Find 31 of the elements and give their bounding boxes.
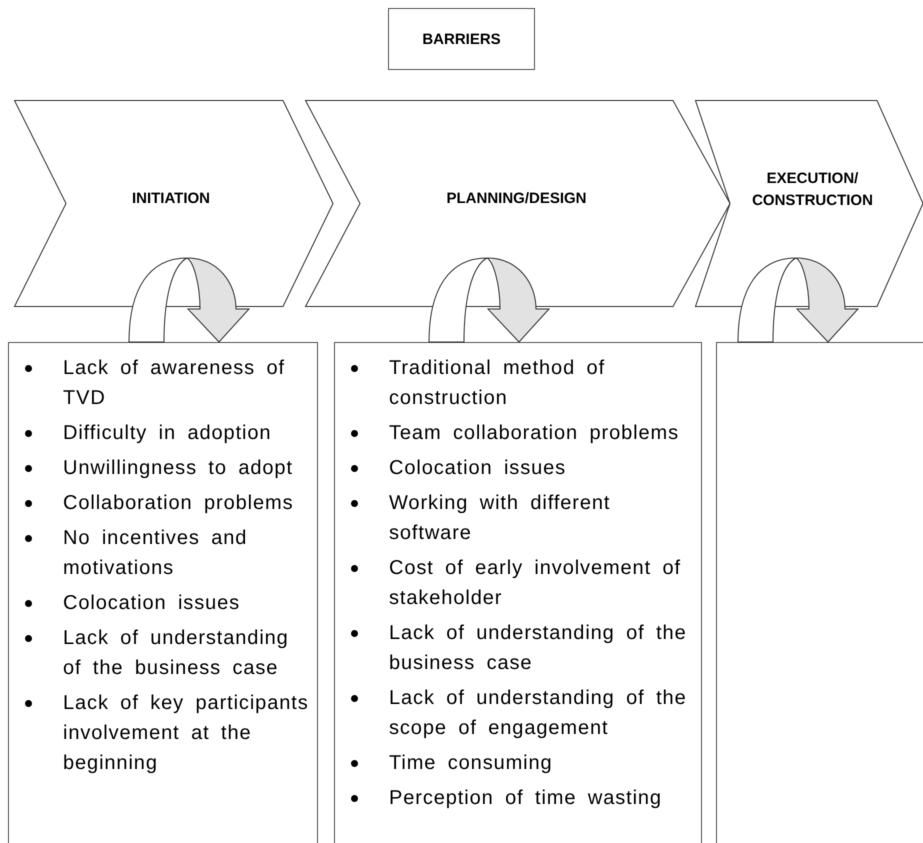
barrier-item: Unwillingness to adopt: [63, 457, 293, 479]
barrier-item: Cost of early involvement of stakeholder: [389, 557, 681, 609]
barrier-list-box: [334, 342, 702, 843]
barrier-item: Lack of understanding of the business case: [63, 627, 289, 679]
barrier-list-box: [716, 342, 923, 843]
barrier-list-box: [8, 342, 318, 843]
barrier-item: Lack of key participants involvement at the beginning: [63, 692, 309, 774]
barrier-item: Time consuming: [389, 752, 553, 774]
phase-label: EXECUTION/ CONSTRUCTION: [751, 169, 874, 211]
phase-step-shape: [305, 100, 730, 307]
phase-label: PLANNING/DESIGN: [445, 189, 588, 209]
phase-step-shape: [695, 100, 923, 307]
phase-label: INITIATION: [130, 189, 212, 209]
phase-step-shape: [14, 100, 333, 307]
barrier-item: Colocation issues: [63, 592, 240, 614]
barrier-item: Traditional method of construction: [389, 357, 606, 409]
curved-arrow: [428, 258, 550, 342]
curved-arrow: [128, 258, 250, 342]
title-box: [388, 8, 535, 70]
barrier-item: Working with different software: [389, 492, 610, 544]
curved-arrow: [738, 258, 858, 342]
barrier-item: Colocation issues: [389, 457, 566, 479]
barrier-item: Lack of understanding of the scope of engagement: [389, 687, 687, 739]
barrier-item: Difficulty in adoption: [63, 422, 272, 444]
barrier-item: Collaboration problems: [63, 492, 294, 514]
barrier-item: Lack of understanding of the business case: [389, 622, 687, 674]
barrier-item: Lack of awareness of TVD: [63, 357, 285, 409]
barrier-item: Perception of time wasting: [389, 787, 662, 809]
barrier-item: Team collaboration problems: [389, 422, 679, 444]
barrier-item: No incentives and motivations: [63, 527, 248, 579]
title-text: BARRIERS: [421, 30, 502, 50]
